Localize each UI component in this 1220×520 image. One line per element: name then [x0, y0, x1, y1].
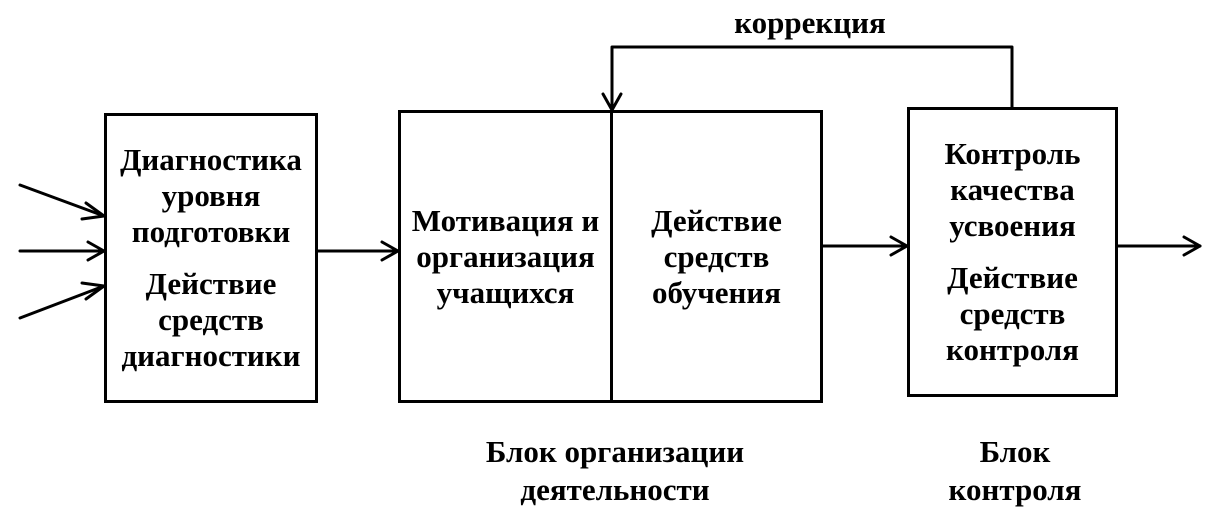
control-action-line: Действие: [947, 260, 1078, 295]
input-arrow-middle: [18, 240, 106, 262]
correction-feedback-arrow: [601, 45, 1014, 112]
correction-label: коррекция: [734, 5, 886, 40]
control-cell: Контроль качества усвоения Действие сред…: [910, 110, 1115, 394]
arrow-diagnostics-to-organization: [316, 240, 400, 262]
diagnostics-block: Диагностика уровня подготовки Действие с…: [104, 113, 318, 403]
motivation-line: учащихся: [436, 274, 575, 310]
diagnostics-action-line: диагностики: [121, 338, 301, 373]
motivation-line: организация: [416, 238, 595, 274]
learning-tools-line: обучения: [651, 274, 782, 310]
diagnostics-title-line: подготовки: [131, 214, 291, 249]
arrow-organization-to-control: [821, 235, 909, 257]
input-arrow-top: [18, 183, 106, 221]
control-caption-line: контроля: [948, 472, 1082, 507]
control-title-line: Контроль: [944, 136, 1081, 171]
organization-block: Мотивация и организация учащихся Действи…: [398, 110, 823, 403]
motivation-line: Мотивация и: [411, 202, 600, 238]
organization-caption-line: деятельности: [520, 472, 710, 507]
control-block-caption: Блок контроля: [930, 433, 1100, 509]
learning-tools-line: средств: [663, 238, 770, 274]
control-caption-line: Блок: [979, 434, 1051, 469]
diagnostics-title-line: уровня: [161, 178, 261, 213]
control-title-line: качества: [950, 172, 1075, 207]
control-action-line: контроля: [946, 332, 1079, 367]
organization-block-caption: Блок организации деятельности: [440, 433, 790, 509]
output-arrow: [1116, 235, 1202, 257]
control-block: Контроль качества усвоения Действие сред…: [907, 107, 1118, 397]
learning-tools-line: Действие: [651, 202, 782, 238]
diagnostics-title-line: Диагностика: [120, 142, 302, 177]
diagnostics-action-line: Действие: [145, 266, 277, 301]
organization-caption-line: Блок организации: [485, 434, 745, 469]
learning-tools-cell: Действие средств обучения: [613, 113, 820, 400]
motivation-cell: Мотивация и организация учащихся: [401, 113, 613, 400]
diagnostics-action-line: средств: [158, 302, 264, 337]
control-title-line: усвоения: [949, 208, 1076, 243]
diagnostics-cell: Диагностика уровня подготовки Действие с…: [107, 116, 315, 400]
input-arrow-bottom: [18, 281, 106, 320]
control-action-line: средств: [959, 296, 1066, 331]
